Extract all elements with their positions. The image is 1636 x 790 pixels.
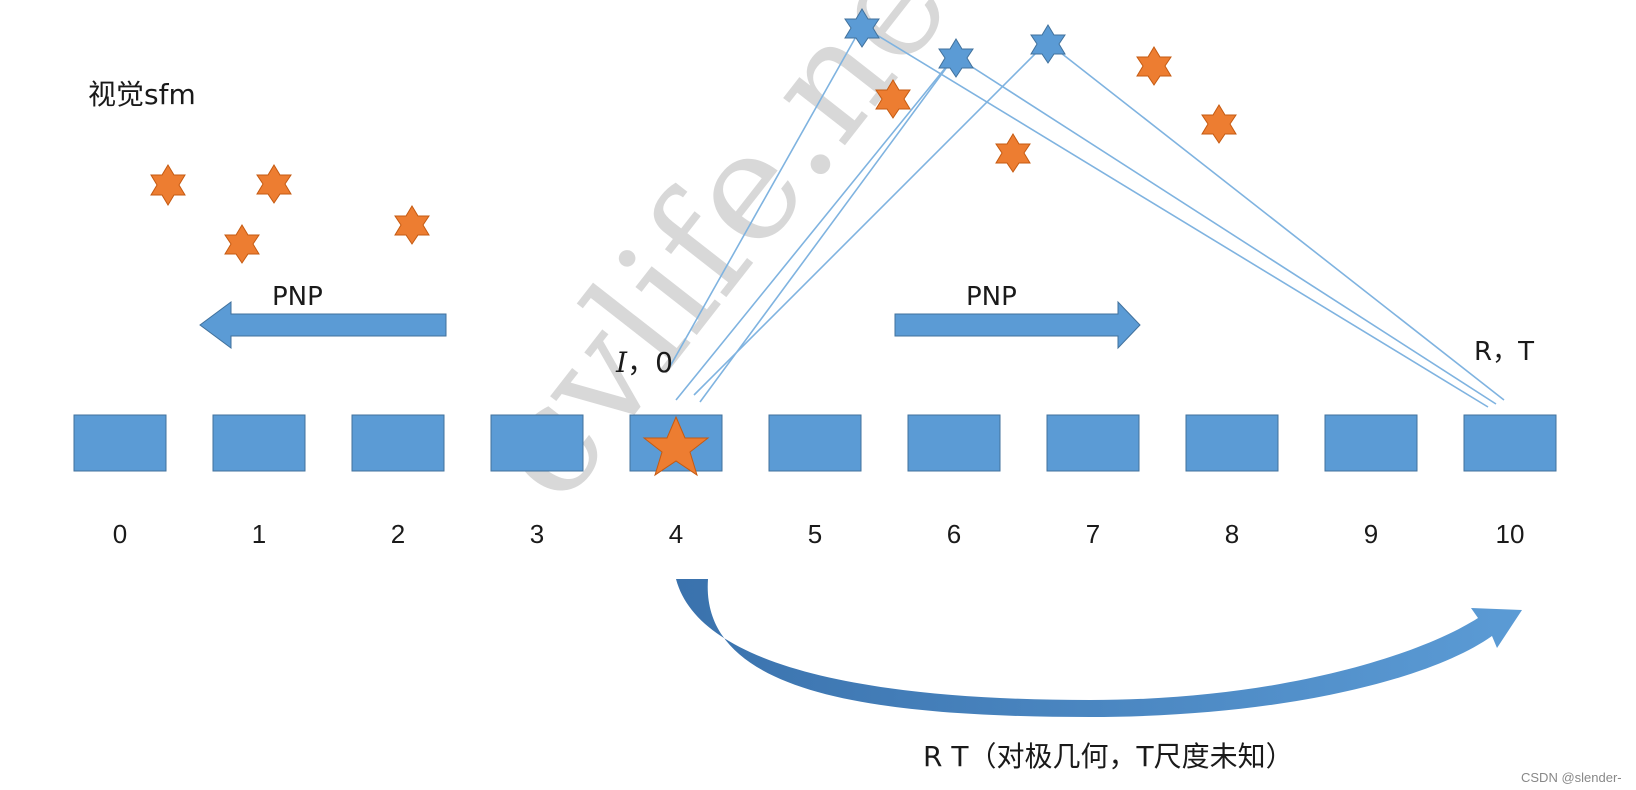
arrow-right-icon — [894, 300, 1141, 350]
landmark-star-icon — [938, 38, 974, 78]
frame-box — [907, 414, 1001, 472]
landmark-star-icon — [1136, 46, 1172, 86]
ray-line — [667, 25, 863, 371]
ray-line — [954, 55, 1497, 405]
frame-number: 7 — [1086, 519, 1100, 549]
frame-box — [1463, 414, 1557, 472]
frame-box — [73, 414, 167, 472]
frame-number: 9 — [1364, 519, 1378, 549]
frame-number: 8 — [1225, 519, 1239, 549]
landmarks-right — [875, 46, 1237, 173]
frame-box — [351, 414, 445, 472]
epipolar-label: R T（对极几何，T尺度未知） — [923, 740, 1294, 773]
ray-line — [1046, 41, 1505, 401]
frame-box — [1046, 414, 1140, 472]
landmark-star-icon — [1201, 104, 1237, 144]
frame-number: 10 — [1496, 519, 1525, 549]
frame-box — [1324, 414, 1418, 472]
pnp-right-label: PNP — [966, 282, 1017, 312]
frame-box — [768, 414, 862, 472]
frame-number: 1 — [252, 519, 266, 549]
landmark-star-icon — [256, 164, 292, 204]
frame-number: 4 — [669, 519, 683, 549]
curved-arrow-icon — [676, 579, 1522, 717]
landmark-star-icon — [150, 164, 186, 206]
landmark-star-icon — [875, 79, 911, 119]
landmarks-triangulated — [844, 8, 1066, 78]
pose-reference-label: I，0 — [615, 346, 673, 379]
ray-line — [861, 25, 1489, 408]
pnp-arrow-left: PNP — [199, 282, 447, 349]
pose-target-label: R，T — [1474, 337, 1534, 367]
frames-row — [73, 414, 1557, 472]
frame-box — [212, 414, 306, 472]
arrow-left-icon — [199, 301, 447, 349]
triangulation-rays — [667, 25, 1505, 408]
reference-frame-star-icon — [642, 415, 710, 477]
frame-number: 3 — [530, 519, 544, 549]
frame-box — [1185, 414, 1279, 472]
landmark-star-icon — [224, 224, 260, 264]
frame-number: 5 — [808, 519, 822, 549]
landmark-star-icon — [1030, 24, 1066, 64]
credit-text: CSDN @slender- — [1521, 770, 1622, 785]
frame-number: 2 — [391, 519, 405, 549]
frame-number: 6 — [947, 519, 961, 549]
ray-line — [699, 55, 956, 403]
ray-line — [675, 55, 956, 401]
frame-numbers: 0 1 2 3 4 5 6 7 8 9 10 — [113, 519, 1525, 549]
diagram-title: 视觉sfm — [88, 78, 196, 111]
landmark-star-icon — [995, 133, 1031, 173]
frame-number: 0 — [113, 519, 127, 549]
pnp-left-label: PNP — [272, 282, 323, 312]
pnp-arrow-right: PNP — [894, 282, 1141, 350]
frame-box — [490, 414, 584, 472]
ray-line — [693, 41, 1048, 396]
landmarks-left — [150, 164, 430, 264]
epipolar-arrow: R T（对极几何，T尺度未知） — [676, 579, 1522, 773]
landmark-star-icon — [844, 8, 880, 48]
landmark-star-icon — [394, 205, 430, 245]
